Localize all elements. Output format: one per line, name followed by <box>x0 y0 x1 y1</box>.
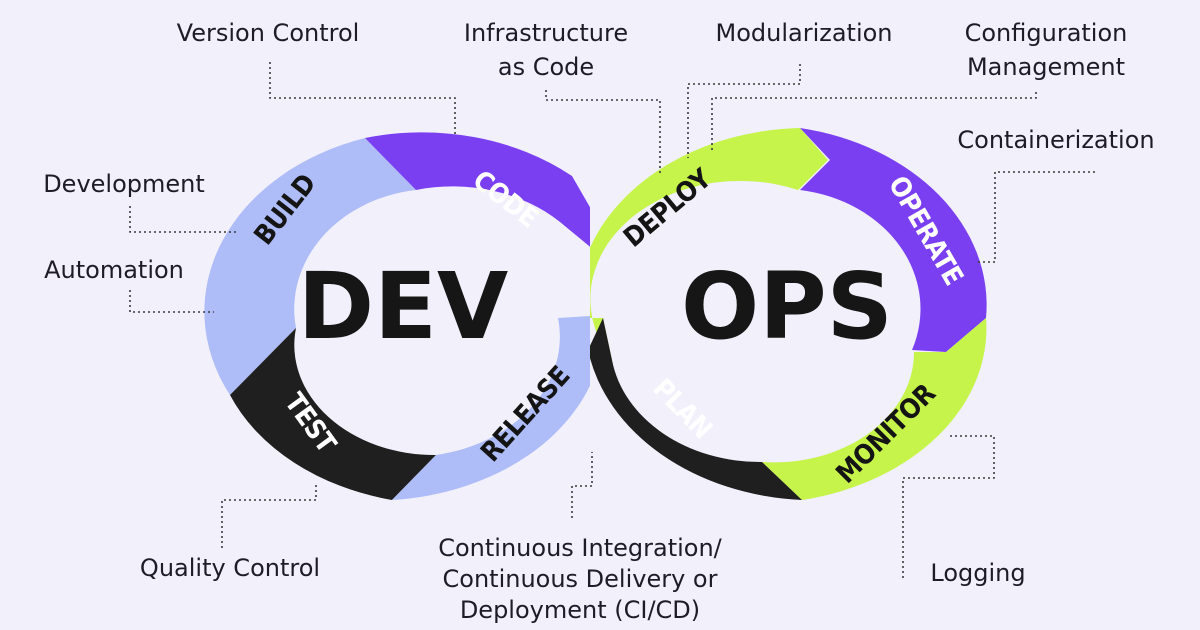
segment-operate <box>800 128 987 352</box>
segment-release <box>392 315 590 500</box>
leader-modularization <box>687 64 801 158</box>
leader-development <box>129 206 236 233</box>
label-modularization: Modularization <box>715 19 892 47</box>
leader-logging <box>902 435 995 578</box>
leader-iac <box>545 90 661 175</box>
center-ops: OPS <box>681 253 893 360</box>
segment-code <box>365 132 590 247</box>
label-cicd-line1: Continuous Integration/ <box>438 534 722 562</box>
segment-deploy <box>590 128 828 360</box>
segment-test <box>230 328 436 500</box>
label-iac-line1: Infrastructure <box>464 19 628 47</box>
leader-configuration <box>711 92 1037 150</box>
leader-cicd <box>571 452 593 518</box>
leader-lines <box>129 62 1095 578</box>
label-configuration-line1: Configuration <box>965 19 1128 47</box>
label-logging: Logging <box>930 559 1025 587</box>
center-dev: DEV <box>298 253 508 360</box>
segment-plan <box>590 318 802 500</box>
label-iac-line2: as Code <box>498 53 594 81</box>
label-cicd-line2: Continuous Delivery or <box>443 565 718 593</box>
leader-version-control <box>269 62 456 136</box>
ops-loop <box>590 128 987 500</box>
leader-containerization <box>978 171 1095 263</box>
label-development: Development <box>43 170 205 198</box>
label-cicd-line3: Deployment (CI/CD) <box>460 596 700 624</box>
leader-automation <box>129 290 214 313</box>
dev-loop <box>204 132 590 500</box>
label-version-control: Version Control <box>177 19 360 47</box>
label-configuration-line2: Management <box>967 53 1125 81</box>
label-containerization: Containerization <box>957 126 1154 154</box>
leader-quality-control <box>221 482 317 548</box>
segment-build <box>204 138 416 395</box>
label-automation: Automation <box>44 256 184 284</box>
segment-monitor <box>762 318 987 500</box>
label-quality-control: Quality Control <box>140 554 320 582</box>
